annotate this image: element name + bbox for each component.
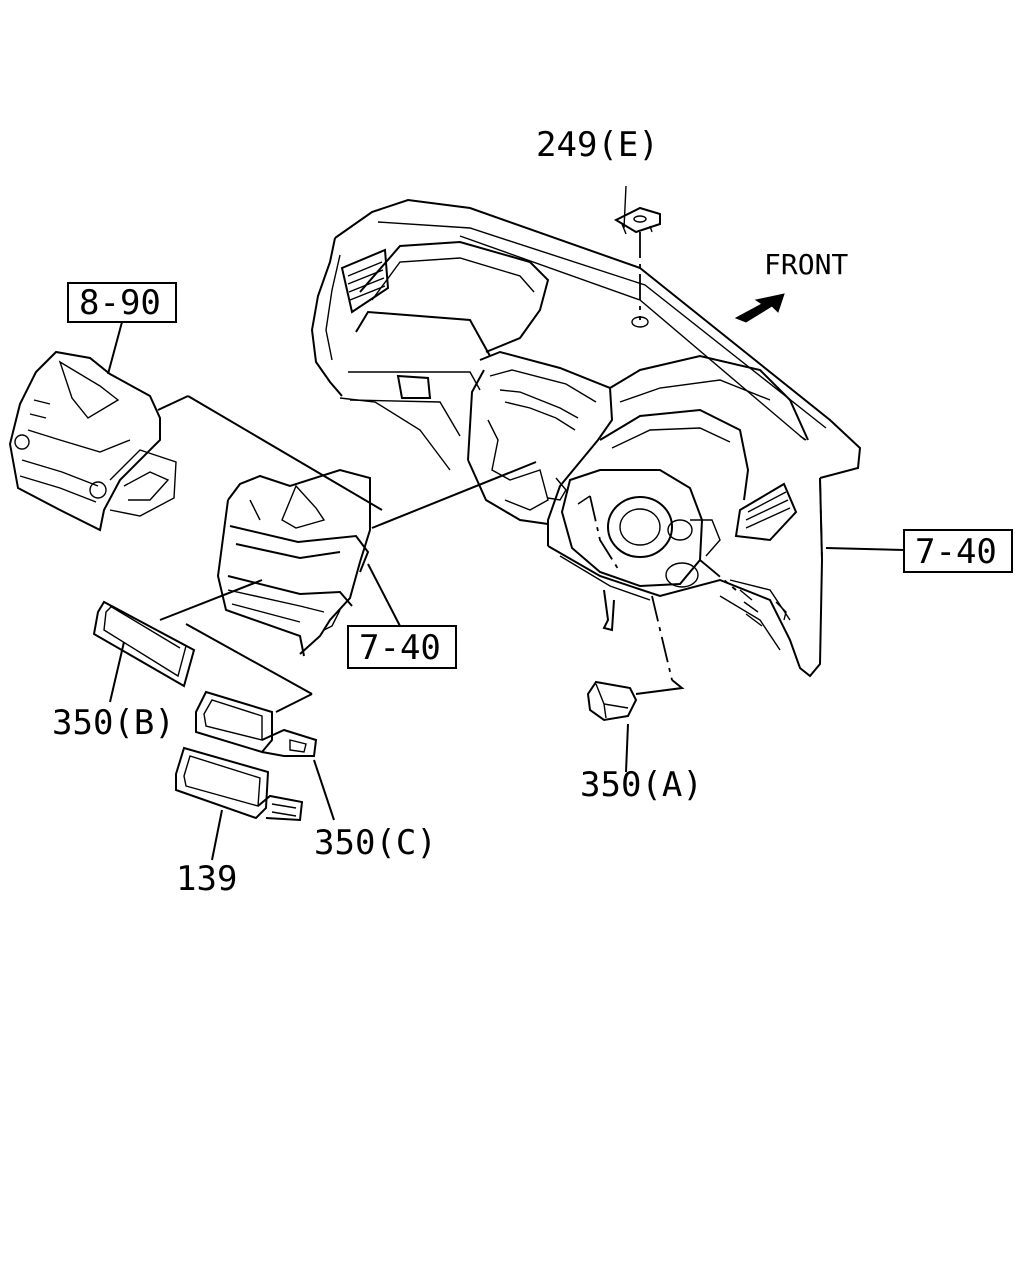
label-7-40-right: 7-40 [915,532,997,572]
dashboard-drawing [310,198,862,678]
label-350c: 350(C) [314,823,437,863]
front-arrow-icon [734,293,785,323]
part-139-drawing [175,746,304,822]
label-8-90: 8-90 [79,283,161,323]
audio-unit-drawing [8,350,177,532]
part-249e-drawing [613,185,661,320]
label-139: 139 [176,859,237,899]
label-249e: 249(E) [536,125,659,165]
ref-box-8-90 [67,282,177,323]
ref-box-7-40-right [903,529,1013,573]
label-7-40-center: 7-40 [359,628,441,668]
part-350c-drawing [195,690,318,757]
part-350a-drawing [586,680,638,722]
part-350b-drawing [92,600,196,688]
label-front: FRONT [764,248,848,281]
label-350a: 350(A) [580,765,703,805]
label-350b: 350(B) [52,703,175,743]
leader-lines [107,321,905,861]
ref-box-7-40-center [347,625,457,669]
